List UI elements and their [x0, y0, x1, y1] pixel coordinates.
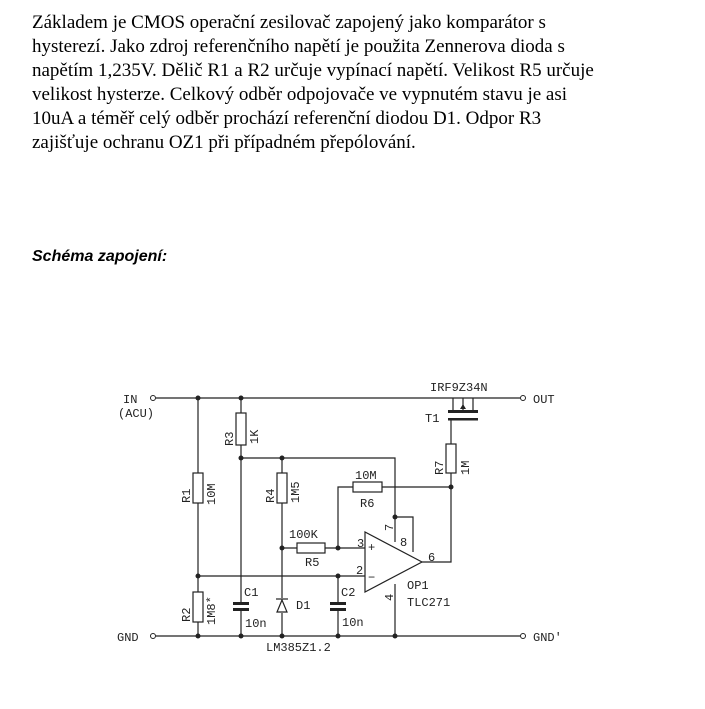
junction-dots [195, 395, 454, 639]
label-r2-val: 1M8* [205, 596, 219, 625]
label-d1-type: LM385Z1.2 [266, 641, 331, 655]
zener-diode-d1 [276, 598, 288, 613]
paragraph-line: velikost hysterze. Celkový odběr odpojov… [32, 84, 568, 105]
label-gnd-out: GND' [533, 631, 562, 645]
capacitor-c1 [233, 602, 249, 611]
mosfet-t1 [448, 398, 478, 421]
label-r1: R1 [180, 489, 194, 503]
label-op1-type: TLC271 [407, 596, 450, 610]
label-r1-val: 10M [205, 483, 219, 505]
resistor-r4 [276, 472, 288, 504]
section-heading: Schéma zapojení: [32, 248, 168, 265]
label-out: OUT [533, 393, 555, 407]
capacitor-c2 [330, 602, 346, 611]
label-gnd: GND [117, 631, 139, 645]
pin-3: 3 [357, 537, 364, 551]
resistor-r6 [352, 481, 383, 493]
label-in: IN [123, 393, 137, 407]
label-r7-val: 1M [459, 461, 473, 475]
paragraph-line: hysterezí. Jako zdroj referenčního napět… [32, 36, 565, 57]
pin-7: 7 [383, 524, 397, 531]
opamp-op1 [364, 531, 424, 593]
paragraph-line: zajišťuje ochranu OZ1 při případném přep… [32, 132, 416, 153]
paragraph-line: 10uA a téměř celý odběr prochází referen… [32, 108, 542, 129]
label-r3: R3 [223, 432, 237, 446]
label-t1-type: IRF9Z34N [430, 381, 488, 395]
resistor-r7 [445, 443, 457, 474]
terminals [150, 395, 526, 639]
label-r6-val: 10M [355, 469, 377, 483]
plus-sign: + [368, 541, 375, 555]
label-c2-val: 10n [342, 616, 364, 630]
resistor-r3 [235, 412, 247, 446]
label-t1: T1 [425, 412, 439, 426]
resistor-r5 [296, 542, 326, 554]
label-op1: OP1 [407, 579, 429, 593]
label-r5-val: 100K [289, 528, 319, 542]
label-r3-val: 1K [248, 429, 262, 444]
pin-8: 8 [400, 536, 407, 550]
paragraph-line: Základem je CMOS operační zesilovač zapo… [32, 12, 546, 33]
label-in-sub: (ACU) [118, 407, 154, 421]
resistor-r1 [192, 472, 204, 504]
label-r7: R7 [433, 461, 447, 475]
label-d1: D1 [296, 599, 310, 613]
paragraph-line: napětím 1,235V. Dělič R1 a R2 určuje vyp… [32, 60, 594, 81]
label-c1: C1 [244, 586, 258, 600]
pin-2: 2 [356, 564, 363, 578]
label-r5: R5 [305, 556, 319, 570]
label-c1-val: 10n [245, 617, 267, 631]
label-r2: R2 [180, 608, 194, 622]
label-r4-val: 1M5 [289, 481, 303, 503]
label-c2: C2 [341, 586, 355, 600]
pin-4: 4 [383, 594, 397, 601]
pin-6: 6 [428, 551, 435, 565]
minus-sign: − [368, 571, 375, 585]
label-r4: R4 [264, 489, 278, 503]
label-r6: R6 [360, 497, 374, 511]
resistor-r2 [192, 591, 204, 623]
description-paragraph: Základem je CMOS operační zesilovač zapo… [32, 11, 692, 155]
